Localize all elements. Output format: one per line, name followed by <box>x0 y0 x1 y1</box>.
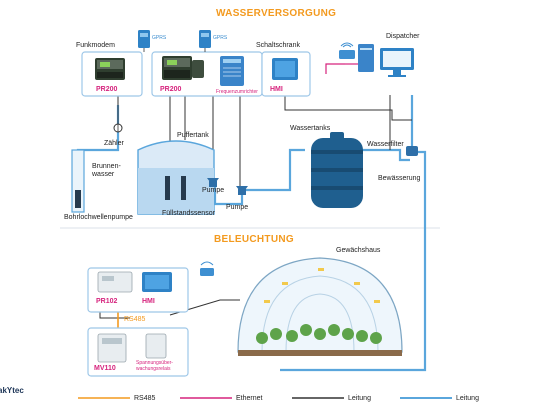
section-title-light: BELEUCHTUNG <box>214 234 294 245</box>
device-label-pr200-b: PR200 <box>160 86 182 93</box>
label-wassertanks: Wassertanks <box>290 125 331 132</box>
gprs-antenna-1 <box>138 30 150 52</box>
device-label-hmi-top: HMI <box>270 86 283 93</box>
pr200-device-b <box>162 56 204 80</box>
label-gprs-1: GPRS <box>152 35 167 41</box>
label-schaltschrank: Schaltschrank <box>256 42 300 49</box>
label-dispatcher: Dispatcher <box>386 33 420 40</box>
brand-logo: akYtec <box>0 386 24 395</box>
gprs-antenna-2 <box>199 30 211 52</box>
label-pumpe-1: Pumpe <box>202 187 225 194</box>
water-tank <box>311 132 363 208</box>
voltage-relay-device <box>145 333 167 359</box>
label-bewaesserung: Bewässerung <box>378 175 421 182</box>
label-fuellstandssensor: Füllstandssensor <box>162 210 215 217</box>
signal-wires <box>99 95 412 319</box>
label-gewaechshaus: Gewächshaus <box>336 247 381 254</box>
legend-label-ethernet: Ethernet <box>236 395 263 402</box>
meter-icon <box>113 123 123 133</box>
router-icon <box>339 42 355 59</box>
water-pipes <box>76 95 427 372</box>
hmi-device-bottom <box>142 272 172 292</box>
device-label-hmi-bottom: HMI <box>142 298 155 305</box>
ethernet-lines <box>325 63 360 74</box>
label-zaehler: Zähler <box>104 140 124 147</box>
label-wasserfilter: Wasserfilter <box>367 141 404 148</box>
pr102-device <box>97 271 133 293</box>
legend-label-rs485: RS485 <box>134 395 156 402</box>
label-brunnenwasser: Brunnen- wasser <box>92 163 121 179</box>
wifi-module-icon <box>200 261 214 276</box>
pump-2-icon <box>236 186 248 195</box>
label-pufferbank: Puffertank <box>177 132 209 139</box>
borehole-well <box>71 149 85 213</box>
legend-label-leitung: Leitung <box>348 395 371 402</box>
device-label-pr200-a: PR200 <box>96 86 118 93</box>
buffer-tank <box>137 140 215 215</box>
device-label-mv110: MV110 <box>94 365 116 372</box>
section-title-water: WASSERVERSORGUNG <box>216 8 337 19</box>
label-bohrlochwellenpumpe: Bohrlochwellenpumpe <box>64 214 133 221</box>
label-funkmodem: Funkmodem <box>76 42 115 49</box>
pump-1-icon <box>207 178 219 187</box>
mv110-device <box>97 333 127 363</box>
legend-label-water: Leitung <box>456 395 479 402</box>
hmi-device-top <box>272 58 298 80</box>
device-label-frequenzumrichter: Frequenzumrichter <box>216 89 258 95</box>
water-filter-icon <box>406 146 418 156</box>
dispatcher-computer-icon <box>358 44 414 77</box>
label-rs485: RS485 <box>124 316 146 323</box>
device-label-pr102: PR102 <box>96 298 118 305</box>
label-pumpe-2: Pumpe <box>226 204 249 211</box>
pr200-device-a <box>95 58 125 80</box>
device-label-relay: Spannungsüber- wachungsrelais <box>136 360 173 372</box>
frequency-converter-device <box>220 56 244 86</box>
greenhouse <box>237 257 403 356</box>
label-gprs-2: GPRS <box>213 35 228 41</box>
